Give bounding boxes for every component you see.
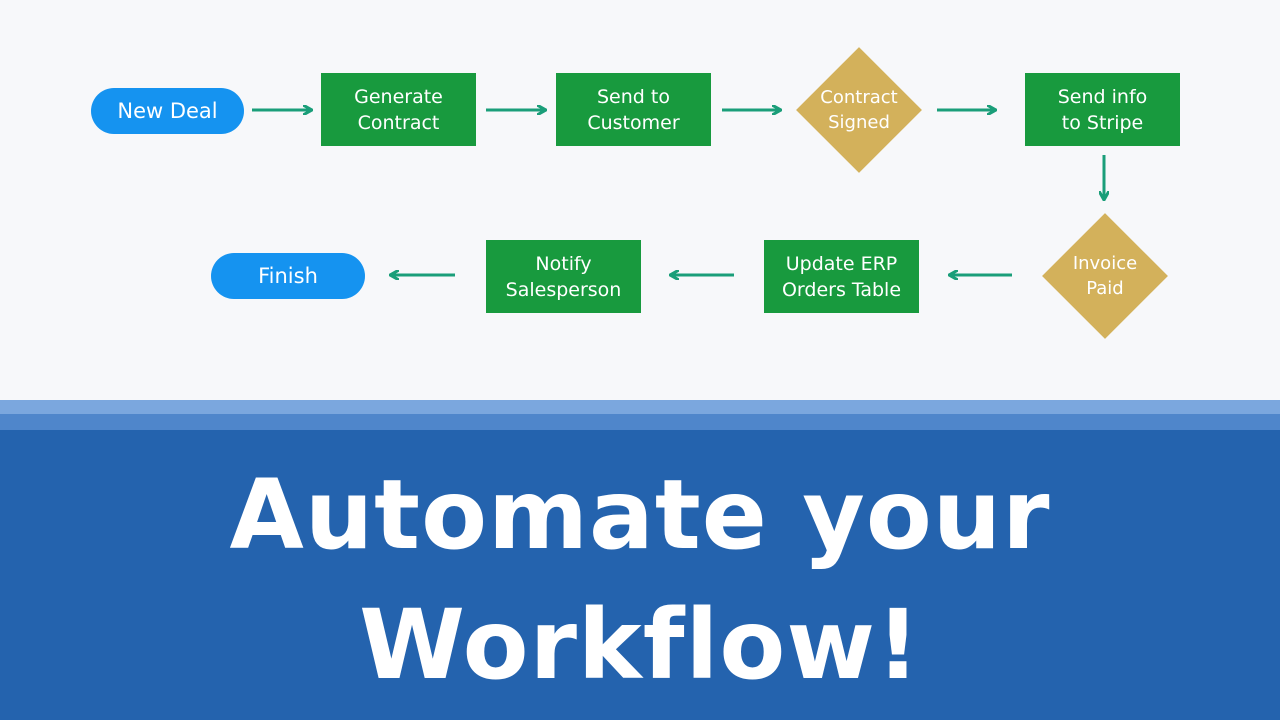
title-banner: Automate your Workflow! xyxy=(0,430,1280,720)
node-generate-contract: Generate Contract xyxy=(321,73,476,146)
node-notify-salesperson-label: Notify Salesperson xyxy=(505,252,622,301)
node-update-erp: Update ERP Orders Table xyxy=(764,240,919,313)
node-finish-label: Finish xyxy=(258,264,318,288)
node-notify-salesperson: Notify Salesperson xyxy=(486,240,641,313)
node-send-info-to-stripe: Send info to Stripe xyxy=(1025,73,1180,146)
node-finish: Finish xyxy=(211,253,365,299)
workflow-diagram: New Deal Generate Contract Send to Custo… xyxy=(91,0,1280,400)
node-send-info-to-stripe-label: Send info to Stripe xyxy=(1057,85,1148,134)
node-update-erp-label: Update ERP Orders Table xyxy=(781,252,902,301)
banner-title-line-1: Automate your xyxy=(229,459,1051,571)
node-send-to-customer-label: Send to Customer xyxy=(587,85,680,134)
banner-stripe-mid xyxy=(0,414,1280,430)
node-generate-contract-label: Generate Contract xyxy=(354,85,443,134)
node-invoice-paid-label: Invoice Paid xyxy=(1072,253,1138,299)
banner-stripe-light xyxy=(0,400,1280,414)
node-contract-signed: Contract Signed xyxy=(795,46,923,174)
node-send-to-customer: Send to Customer xyxy=(556,73,711,146)
node-new-deal: New Deal xyxy=(91,88,244,134)
banner-title-line-2: Workflow! xyxy=(359,589,921,701)
node-new-deal-label: New Deal xyxy=(117,99,218,123)
node-invoice-paid: Invoice Paid xyxy=(1041,212,1169,340)
node-contract-signed-label: Contract Signed xyxy=(820,87,898,133)
arrows-layer xyxy=(252,0,1280,400)
